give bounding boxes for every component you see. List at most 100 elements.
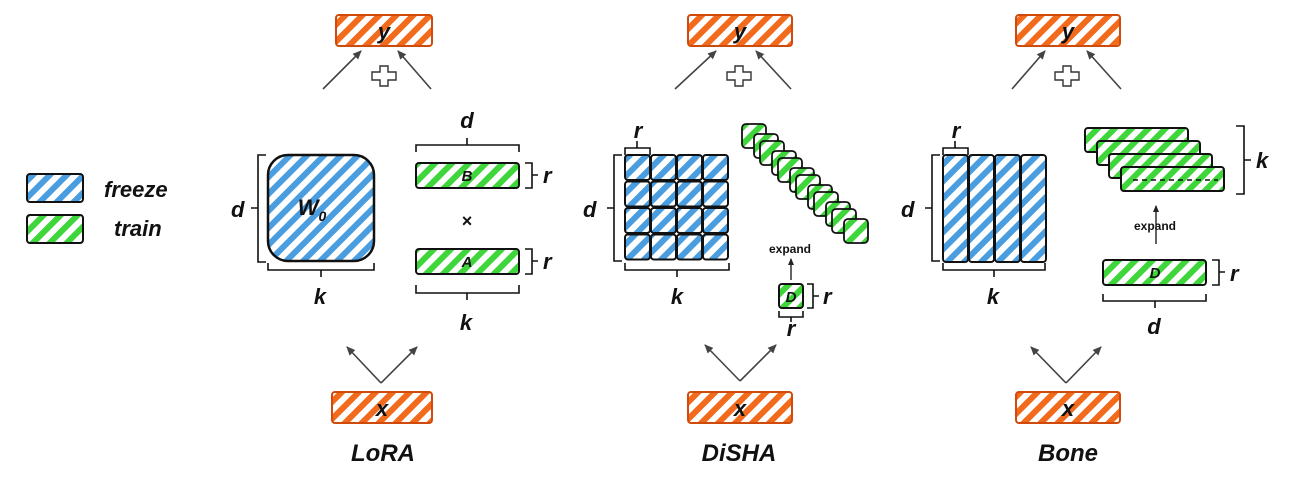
bone-k-bracket bbox=[942, 263, 1046, 277]
lora-matrix-b-label: B bbox=[462, 168, 473, 185]
lora-w0-k-label: k bbox=[314, 284, 328, 309]
disha-output-box bbox=[687, 14, 793, 47]
bone-stack-bar bbox=[1120, 166, 1225, 192]
bone-frozen-column bbox=[994, 154, 1021, 263]
disha-block-r-bracket bbox=[624, 141, 651, 155]
disha-grid-block bbox=[624, 207, 651, 234]
disha-grid-block bbox=[702, 233, 729, 261]
bone-expanded-stack bbox=[1084, 127, 1225, 192]
lora-arrow-right bbox=[397, 50, 432, 90]
bone-d-width-label: d bbox=[1147, 314, 1161, 339]
lora-output-box bbox=[335, 14, 433, 47]
disha-input-arrow-left bbox=[704, 344, 741, 382]
bone-output-label: y bbox=[1061, 19, 1076, 44]
legend-freeze-label: freeze bbox=[104, 177, 168, 202]
lora-output-label: y bbox=[377, 19, 392, 44]
disha-input-arrow-right bbox=[739, 344, 777, 382]
disha-matrix-d bbox=[778, 283, 804, 309]
bone-panel: y r d k k expand D r d x Bone bbox=[901, 14, 1270, 467]
disha-output-label: y bbox=[733, 19, 748, 44]
lora-input-arrow-right bbox=[380, 346, 418, 384]
disha-d-rank-bottom-label: r bbox=[787, 316, 797, 341]
bone-input-box bbox=[1015, 391, 1121, 424]
lora-w0-k-bracket bbox=[267, 263, 375, 277]
disha-matrix-d-label: D bbox=[786, 289, 797, 306]
bone-d-rank-label: r bbox=[1230, 261, 1240, 286]
bone-d-rank-bracket bbox=[1212, 259, 1225, 286]
bone-frozen-column bbox=[968, 154, 995, 263]
bone-block-r-bracket bbox=[942, 141, 969, 155]
lora-w0-label: W0 bbox=[298, 195, 327, 224]
bone-frozen-columns bbox=[942, 154, 1047, 263]
bone-block-r-label: r bbox=[952, 118, 962, 143]
bone-expand-label: expand bbox=[1134, 219, 1176, 233]
bone-input-label: x bbox=[1061, 396, 1075, 421]
lora-matrix-b bbox=[415, 162, 520, 189]
lora-w0-d-bracket bbox=[251, 154, 266, 263]
lora-b-rank-label: r bbox=[543, 163, 553, 188]
disha-d-label: d bbox=[583, 197, 597, 222]
disha-expanded-blocks bbox=[741, 123, 869, 244]
disha-grid-block bbox=[650, 154, 677, 181]
bone-d-label: d bbox=[901, 197, 915, 222]
disha-grid-block bbox=[702, 180, 729, 208]
bone-title: Bone bbox=[1038, 440, 1098, 467]
bone-d-width-bracket bbox=[1102, 294, 1207, 308]
lora-input-arrow-left bbox=[346, 346, 382, 384]
bone-frozen-column bbox=[942, 154, 969, 263]
disha-d-bracket bbox=[607, 154, 622, 262]
bone-output-box bbox=[1015, 14, 1121, 47]
disha-grid-block bbox=[702, 154, 729, 181]
lora-multiply-symbol: × bbox=[462, 211, 473, 231]
lora-a-rank-label: r bbox=[543, 249, 553, 274]
disha-grid-block bbox=[676, 233, 703, 261]
disha-arrow-right bbox=[755, 50, 792, 90]
legend-train-label: train bbox=[114, 216, 162, 241]
disha-grid-block bbox=[624, 154, 651, 181]
lora-matrix-a-label: A bbox=[461, 254, 473, 271]
lora-b-top-bracket bbox=[415, 138, 520, 152]
disha-block-r-label: r bbox=[634, 118, 644, 143]
lora-panel: y W0 d k d B r × A r k x LoRA bbox=[231, 14, 553, 467]
bone-arrow-right bbox=[1086, 50, 1122, 90]
lora-b-rank-bracket bbox=[525, 162, 538, 189]
lora-a-rank-bracket bbox=[525, 248, 538, 275]
disha-frozen-grid bbox=[624, 154, 729, 261]
disha-grid-block bbox=[676, 154, 703, 181]
lora-matrix-a bbox=[415, 248, 520, 275]
disha-grid-block bbox=[624, 233, 651, 261]
disha-panel: y r d k expand D r r x DiSHA bbox=[583, 14, 869, 467]
bone-d-bracket bbox=[925, 154, 940, 262]
disha-k-bracket bbox=[624, 263, 730, 277]
disha-grid-block bbox=[676, 180, 703, 208]
bone-matrix-d-label: D bbox=[1150, 265, 1161, 282]
disha-input-label: x bbox=[733, 396, 747, 421]
lora-a-width-label: k bbox=[460, 310, 474, 335]
legend-train-swatch bbox=[26, 214, 84, 244]
disha-grid-block bbox=[624, 180, 651, 208]
disha-d-rank-right-bracket bbox=[807, 283, 819, 309]
lora-b-width-label: d bbox=[460, 108, 474, 133]
bone-k-label: k bbox=[987, 284, 1001, 309]
lora-plus-icon bbox=[371, 65, 397, 87]
disha-grid-block bbox=[676, 207, 703, 234]
lora-w0-subscript: 0 bbox=[318, 208, 326, 224]
disha-title: DiSHA bbox=[702, 440, 777, 467]
lora-input-label: x bbox=[375, 396, 389, 421]
legend-freeze-swatch bbox=[26, 173, 84, 203]
disha-grid-block bbox=[650, 180, 677, 208]
disha-input-box bbox=[687, 391, 793, 424]
lora-arrow-left bbox=[322, 50, 362, 90]
bone-arrow-left bbox=[1011, 50, 1046, 90]
lora-title: LoRA bbox=[351, 440, 415, 467]
disha-grid-block bbox=[702, 207, 729, 234]
disha-plus-icon bbox=[726, 65, 752, 87]
bone-input-arrow-left bbox=[1030, 346, 1067, 384]
lora-input-box bbox=[331, 391, 433, 424]
bone-plus-icon bbox=[1054, 65, 1080, 87]
disha-arrow-left bbox=[674, 50, 717, 90]
bone-stack-k-bracket bbox=[1236, 125, 1251, 195]
bone-input-arrow-right bbox=[1065, 346, 1102, 384]
legend: freeze train bbox=[26, 173, 168, 244]
disha-grid-block bbox=[650, 233, 677, 261]
